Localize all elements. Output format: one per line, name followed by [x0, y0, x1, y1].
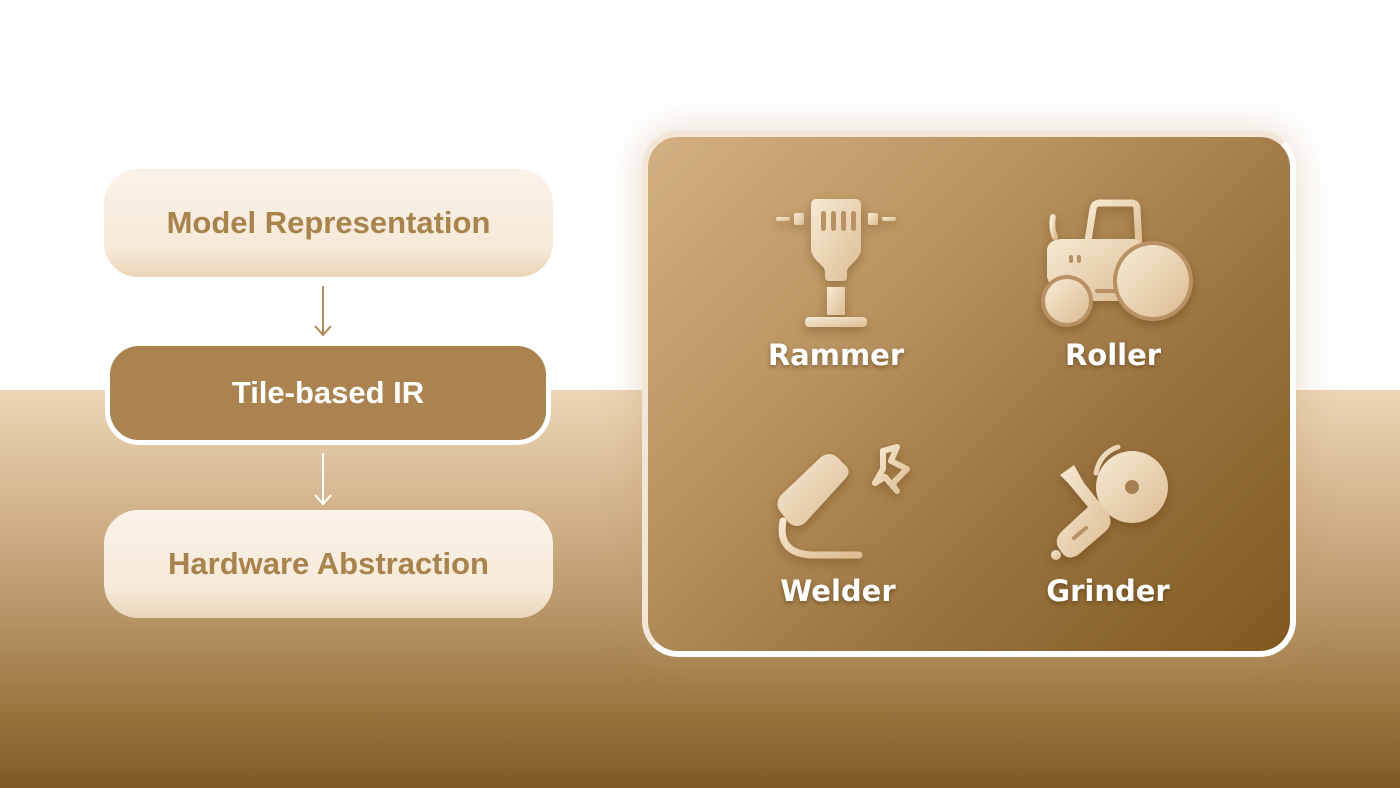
tool-welder: Welder	[728, 443, 948, 608]
flow-node-tile-based-ir: Tile-based IR	[105, 341, 551, 445]
tool-roller: Roller	[1003, 197, 1223, 372]
flow-node-hardware-abstraction: Hardware Abstraction	[104, 510, 553, 618]
welding-torch-icon	[777, 444, 910, 559]
angle-grinder-icon	[1051, 444, 1168, 560]
tools-panel: Rammer Roller Welder	[642, 131, 1296, 657]
flow-node-label: Tile-based IR	[231, 375, 425, 410]
flow-node-label: Model Representation	[166, 205, 491, 240]
flow-node-model-representation: Model Representation	[104, 169, 553, 277]
jackhammer-icon	[776, 199, 896, 327]
tool-label: Welder	[780, 574, 896, 608]
tool-label: Grinder	[1046, 574, 1170, 608]
tool-grinder: Grinder	[998, 443, 1218, 608]
tool-rammer: Rammer	[726, 197, 946, 372]
tool-label: Roller	[1064, 338, 1162, 372]
down-arrow-icon	[314, 453, 332, 506]
road-roller-icon	[1041, 199, 1193, 327]
tool-label: Rammer	[767, 338, 905, 372]
down-arrow-icon	[314, 286, 332, 337]
flow-node-label: Hardware Abstraction	[168, 546, 489, 581]
